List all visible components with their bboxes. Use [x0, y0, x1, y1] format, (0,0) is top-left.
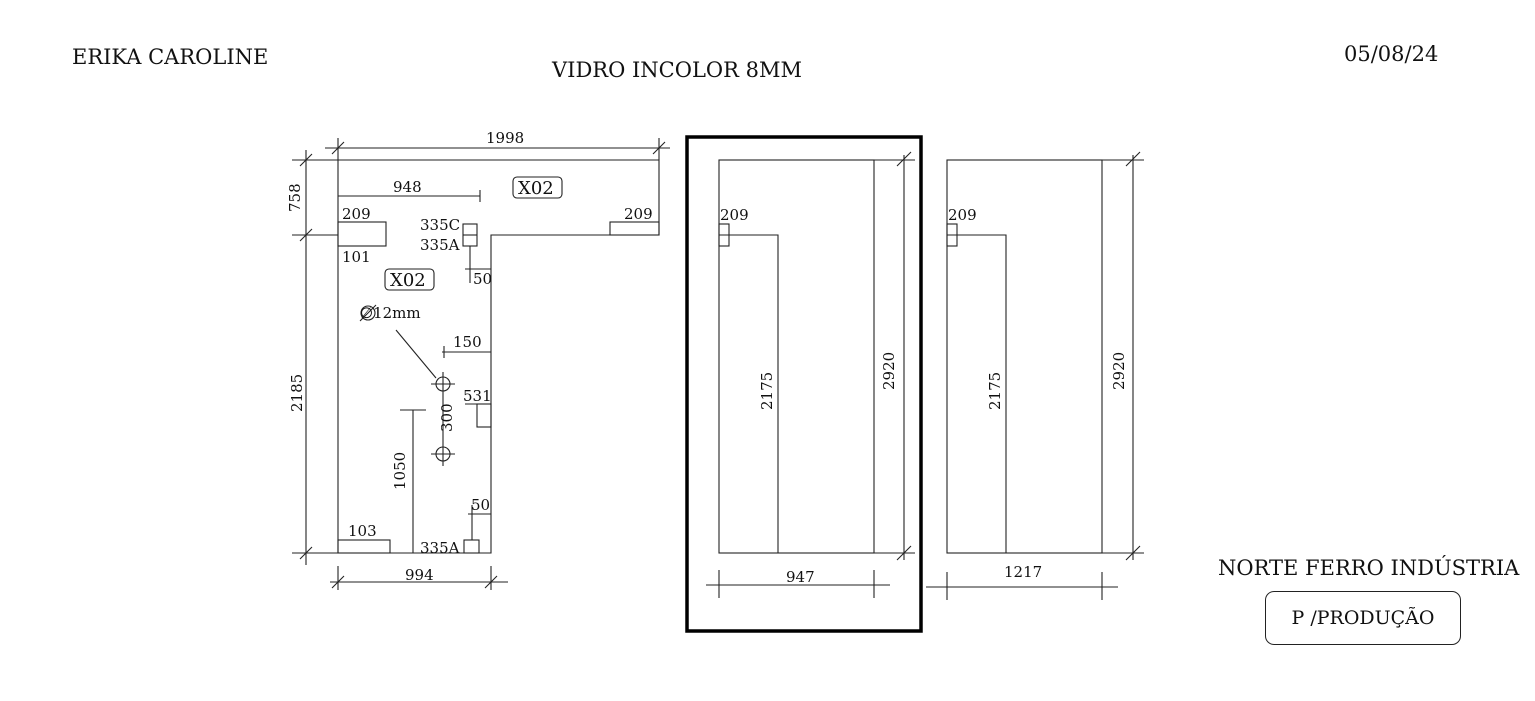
client-name: ERIKA CAROLINE [72, 45, 269, 69]
piece-1-outline [337, 159, 660, 554]
p1-handle: 531 [463, 387, 492, 405]
p3-height: 2920 [1110, 352, 1128, 390]
company-name: NORTE FERRO INDÚSTRIA [1218, 556, 1520, 580]
p1-tag-lower: X02 [390, 270, 426, 291]
piece-3-outline [946, 159, 1103, 554]
tag-x02-upper [512, 176, 563, 199]
p1-top-width: 1998 [486, 129, 524, 147]
piece-2-inner-line [719, 234, 779, 553]
p1-bottom-width: 994 [405, 566, 434, 584]
tag-x02-lower [384, 268, 435, 291]
p1-hole-height: 1050 [391, 452, 409, 490]
hole-lower [431, 442, 455, 466]
drawing-title: VIDRO INCOLOR 8MM [552, 58, 802, 82]
production-stamp-label: P /PRODUÇÃO [1291, 607, 1435, 629]
p3-inner-height: 2175 [986, 372, 1004, 410]
p1-left-upper: 758 [286, 183, 304, 212]
p1-hole-diameter: ∅12mm [360, 304, 421, 322]
hinge-cutout-right [609, 221, 660, 236]
piece-1-top-dimension [325, 138, 670, 160]
production-stamp: P /PRODUÇÃO [1265, 591, 1461, 645]
piece-3-inner-line [947, 234, 1007, 553]
p2-hinge: 209 [720, 206, 749, 224]
p3-width: 1217 [1004, 563, 1042, 581]
p1-tag-upper: X02 [518, 178, 554, 199]
p1-gap-bottom: 50 [471, 496, 490, 514]
piece-1-bottom-dimension [330, 566, 508, 590]
hinge-cutout-left [337, 221, 387, 247]
p3-hinge: 209 [948, 206, 977, 224]
p1-lock-a-bottom: 335A [420, 539, 460, 557]
piece-2-outline [718, 159, 875, 554]
p1-hinge-left-offset: 101 [342, 248, 371, 266]
p1-left-lower: 2185 [288, 374, 306, 412]
selected-piece-frame[interactable] [685, 135, 923, 633]
drawing-date: 05/08/24 [1344, 42, 1439, 66]
p1-hinge-right: 209 [624, 205, 653, 223]
piece-1-left-dimension [292, 150, 338, 565]
hole-upper [431, 372, 455, 396]
piece-3-hinge [946, 223, 958, 247]
p1-hole-spacing: 300 [438, 403, 456, 432]
p1-lock-c: 335C [420, 216, 460, 234]
handle-cutout [476, 403, 492, 428]
p2-width: 947 [786, 568, 815, 586]
lock-cutout-bottom [463, 539, 480, 554]
p1-bottom-hinge: 103 [348, 522, 377, 540]
p1-hinge-left: 209 [342, 205, 371, 223]
p1-gap-top: 50 [473, 270, 492, 288]
hole-leader-line [395, 329, 437, 379]
hinge-cutout-bottom [337, 539, 391, 554]
piece-2-hinge [718, 223, 730, 247]
p1-notch-width: 948 [393, 178, 422, 196]
p2-height: 2920 [880, 352, 898, 390]
p2-inner-height: 2175 [758, 372, 776, 410]
p1-lock-a: 335A [420, 236, 460, 254]
p1-hole-offset: 150 [453, 333, 482, 351]
